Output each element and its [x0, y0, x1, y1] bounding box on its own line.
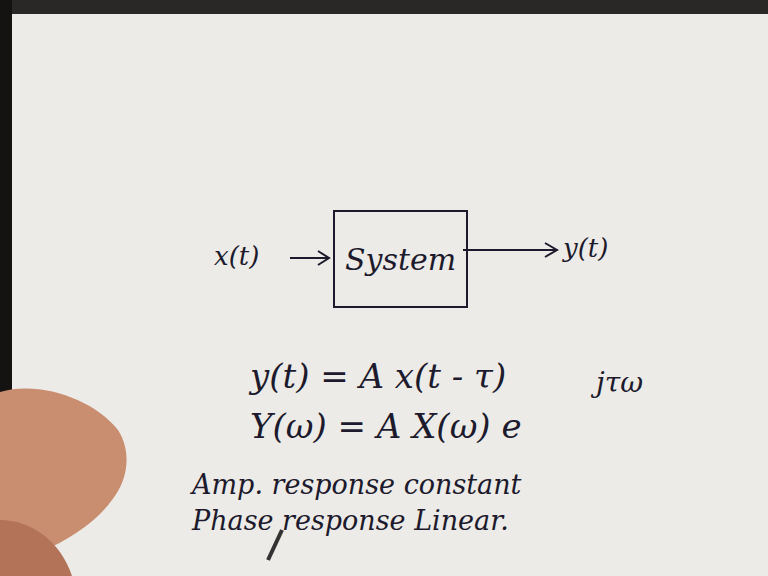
handwritten-label: y(t): [563, 234, 608, 263]
paper-sheet: [12, 14, 768, 576]
handwritten-label: y(t) = A x(t - τ): [250, 358, 506, 395]
handwritten-label: Amp. response constant: [192, 470, 521, 500]
process-box: System: [333, 210, 468, 308]
hand-shadow: [0, 520, 72, 576]
handwritten-label: Phase response Linear.: [192, 506, 509, 536]
output-arrow: [463, 243, 557, 257]
handwritten-label: x(t): [214, 242, 259, 271]
handwritten-label: jτω: [596, 368, 643, 399]
top-band: [0, 0, 768, 14]
handwritten-label: Y(ω) = A X(ω) e: [250, 408, 522, 445]
box-label: System: [345, 242, 456, 277]
input-arrow: [290, 251, 329, 265]
